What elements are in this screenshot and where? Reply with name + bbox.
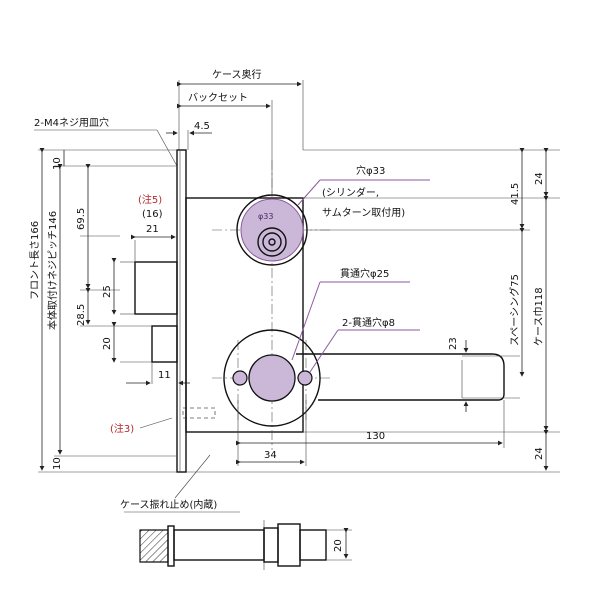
spacing75-label: スペーシング75: [508, 274, 521, 346]
through8-label: 2-貫通穴φ8: [342, 316, 395, 329]
through8-callout: 2-貫通穴φ8: [309, 316, 420, 373]
screw-holes-label: 2-M4ネジ用皿穴: [34, 116, 109, 129]
dim-16: (16): [142, 209, 163, 220]
dim-34: 34: [264, 450, 277, 461]
dead-bolt: 11: [120, 325, 190, 386]
lever-assembly: [223, 329, 520, 427]
body-pitch-label: 本体取付けネジピッチ146: [46, 211, 59, 330]
through25-callout: 貫通穴φ25: [291, 267, 410, 361]
dim-4-5: 4.5: [194, 121, 210, 132]
dim-10-bottom: 10: [52, 457, 63, 470]
dim-24-bottom: 24: [534, 447, 545, 460]
case-body: [185, 197, 304, 433]
note3-label: (注3): [110, 422, 134, 435]
dim-10-top: 10: [52, 157, 63, 170]
right-dimensions: 41.5 24 スペーシング75 ケース巾118 24 23: [186, 148, 560, 473]
cylinder-mark: φ33: [258, 212, 273, 221]
cylinder-hole: φ33: [236, 194, 308, 266]
through25-label: 貫通穴φ25: [340, 267, 389, 280]
bottom-dimensions: 130 34: [236, 400, 505, 466]
hole33-sub1: (シリンダー,: [322, 186, 379, 199]
case-depth-label: ケース奥行: [212, 68, 262, 81]
dim-130: 130: [366, 431, 385, 442]
dim-20-bottom: 20: [333, 539, 344, 552]
dim-69-5: 69.5: [76, 208, 87, 230]
note5-label: (注5): [138, 193, 162, 206]
top-dimensions: ケース奥行 バックセット 2-M4ネジ用皿穴 4.5: [34, 68, 304, 195]
dim-11: 11: [158, 370, 171, 381]
dim-25: 25: [102, 285, 113, 298]
dim-20-left: 20: [102, 337, 113, 350]
dim-28-5: 28.5: [76, 304, 87, 326]
backset-label: バックセット: [188, 92, 248, 104]
case-stopper-label: ケース振れ止め(内蔵): [120, 498, 217, 511]
hole33-label: 穴φ33: [356, 164, 385, 177]
latch-bolt: [120, 240, 178, 315]
hole33-callout: 穴φ33 (シリンダー, サムターン取付用): [297, 164, 430, 219]
left-dimensions: フロント長さ166 本体取付けネジピッチ146 10 10 69.5 28.5 …: [29, 148, 117, 471]
front-length-label: フロント長さ166: [29, 221, 41, 300]
dim-21: 21: [146, 224, 159, 235]
case-width-label: ケース巾118: [532, 287, 545, 346]
hole33-sub2: サムターン取付用): [322, 206, 405, 219]
case-stopper-detail: ケース振れ止め(内蔵) 20: [120, 454, 352, 570]
dim-23: 23: [448, 337, 459, 350]
left-extension-lines: [38, 149, 176, 473]
dim-24-top: 24: [534, 172, 545, 185]
dim-41-5: 41.5: [510, 183, 521, 205]
front-plate: [176, 149, 187, 473]
